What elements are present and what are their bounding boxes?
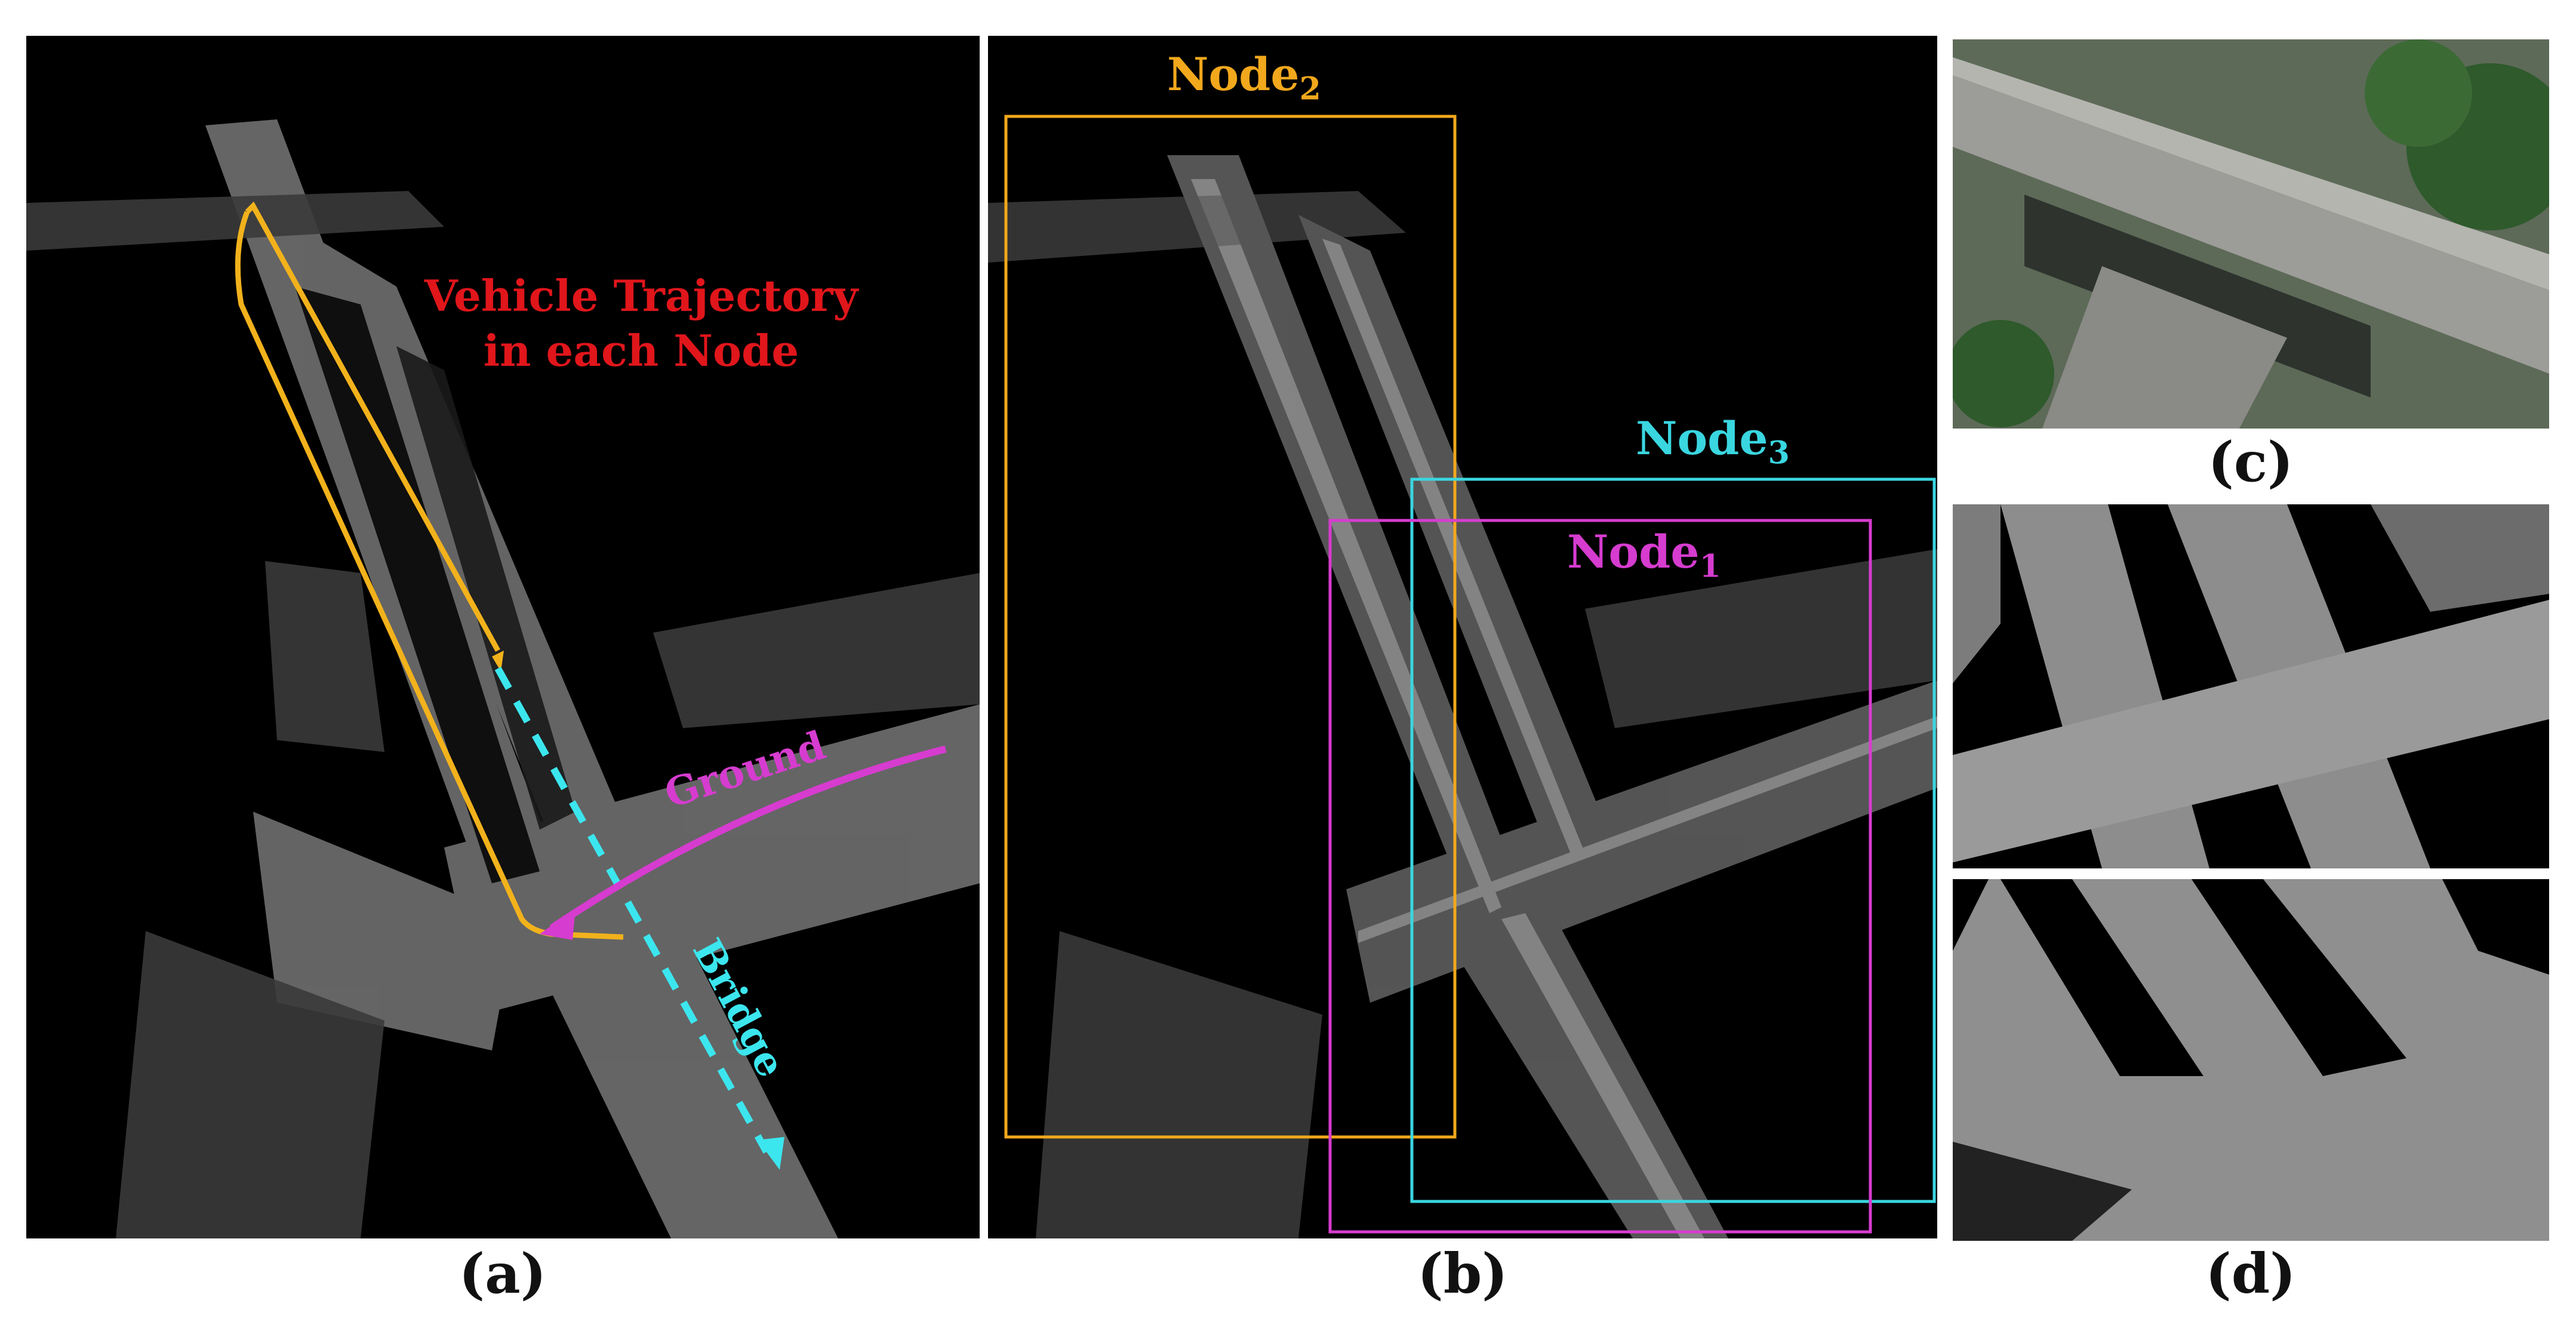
intersection-point-cloud bbox=[1953, 504, 2549, 868]
node1-label: Node1 bbox=[1567, 525, 1721, 585]
panel-b-node-map: Node2 Node3 Node1 bbox=[988, 36, 1937, 1238]
point-cloud-map-b bbox=[988, 115, 1937, 1238]
node1-box bbox=[1328, 519, 1872, 1234]
caption-b: (b) bbox=[1417, 1241, 1508, 1306]
trajectory-arrowhead bbox=[492, 651, 504, 671]
node2-box bbox=[1004, 115, 1457, 1139]
ground-segmentation-image bbox=[1953, 879, 2549, 1241]
panel-d-ground-segmentation bbox=[1953, 879, 2549, 1241]
node3-label: Node3 bbox=[1636, 412, 1790, 472]
point-cloud-map-a bbox=[26, 119, 980, 1238]
caption-a: (a) bbox=[458, 1241, 547, 1306]
node2-index: 2 bbox=[1299, 70, 1321, 107]
ground-direction-arrow bbox=[549, 745, 947, 931]
trajectory-title: Vehicle Trajectory in each Node bbox=[396, 269, 886, 378]
vehicle-trajectory-path bbox=[235, 211, 624, 940]
node3-index: 3 bbox=[1768, 434, 1790, 472]
node1-name: Node bbox=[1567, 525, 1700, 578]
node3-box bbox=[1410, 477, 1936, 1203]
trajectory-title-line1: Vehicle Trajectory bbox=[424, 270, 858, 321]
node3-name: Node bbox=[1636, 412, 1768, 465]
node1-index: 1 bbox=[1699, 548, 1721, 585]
panel-c-aerial-photo bbox=[1953, 39, 2549, 429]
trajectory-title-line2: in each Node bbox=[483, 325, 799, 376]
panel-d-point-cloud-top bbox=[1953, 504, 2549, 868]
aerial-bridge-image bbox=[1953, 39, 2549, 429]
node2-label: Node2 bbox=[1167, 48, 1321, 107]
node2-name: Node bbox=[1167, 48, 1300, 101]
caption-c: (c) bbox=[2208, 430, 2294, 494]
panel-a-trajectory-map: Vehicle Trajectory in each Node Ground B… bbox=[26, 36, 980, 1238]
bridge-direction-arrow bbox=[494, 667, 770, 1154]
caption-d: (d) bbox=[2205, 1241, 2296, 1306]
